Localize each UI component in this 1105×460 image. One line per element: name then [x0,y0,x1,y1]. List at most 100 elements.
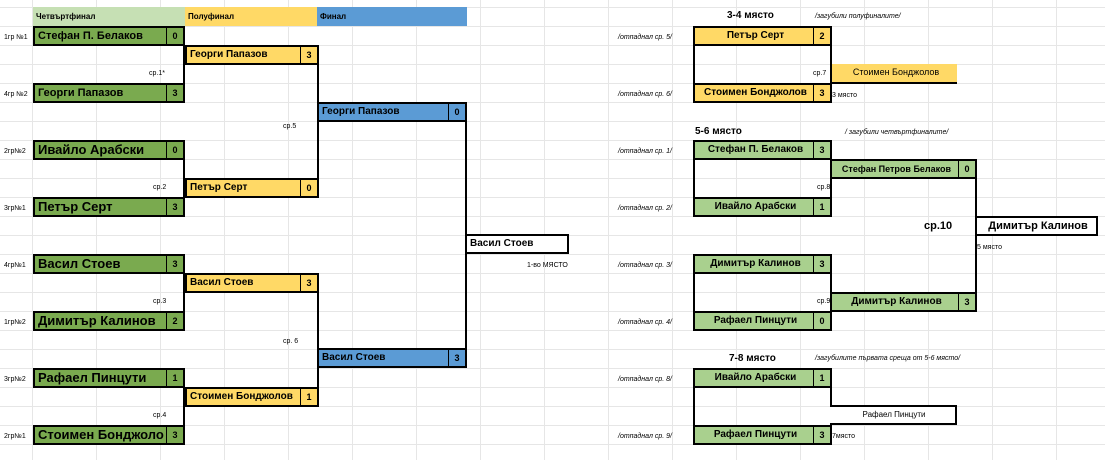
champion-name: Васил Стоев [470,238,534,249]
player-name: Ивайло Арабски [38,142,145,157]
p56-winner[interactable]: Димитър Калинов [975,216,1098,236]
p56-player-3[interactable]: Димитър Калинов 3 [693,254,832,274]
drop-label: /отпаднал ср. 5/ [618,34,672,41]
match-label: ср.1* [149,70,165,77]
player-name: Стоимен Бонджоло [38,427,164,442]
player-score: 3 [166,85,183,101]
player-score: 3 [813,427,830,443]
player-name: Петър Серт [726,30,785,41]
player-score: 3 [958,294,975,310]
player-name: Ивайло Арабски [714,372,797,383]
qf-player-4[interactable]: Петър Серт 3 [33,197,185,217]
player-score: 1 [813,199,830,215]
match-label: ср.9 [817,298,831,305]
player-name: Рафаел Пинцути [713,315,798,326]
seed-label: 2гр№2 [4,148,26,155]
player-name: Рафаел Пинцути [862,410,926,419]
header-quarterfinal: Четвъртфинал [33,7,185,26]
player-score: 1 [300,389,317,405]
player-name: Стефан П. Белаков [38,30,143,42]
p56-title: 5-6 място [695,126,742,137]
p56-player-1[interactable]: Стефан П. Белаков 3 [693,140,832,160]
seed-label: 1гр №1 [4,34,28,41]
player-name: Димитър Калинов [710,258,801,269]
seed-label: 2гр№1 [4,433,26,440]
player-name: Георги Папазов [322,106,400,117]
p56-player-4[interactable]: Рафаел Пинцути 0 [693,311,832,331]
qf-player-3[interactable]: Ивайло Арабски 0 [33,140,185,160]
seed-label: 3гр№2 [4,376,26,383]
player-score: 2 [166,313,183,329]
bracket-line [183,378,185,435]
drop-label: /отпаднал ср. 1/ [618,148,672,155]
bracket-line [693,378,695,435]
p56-player-2[interactable]: Ивайло Арабски 1 [693,197,832,217]
player-name: Рафаел Пинцути [38,370,147,385]
player-score: 3 [300,275,317,291]
bracket-line [183,150,185,207]
sf-player-1[interactable]: Георги Папазов 3 [185,45,319,65]
match-label: ср.2 [153,184,167,191]
drop-label: /отпаднал ср. 3/ [618,262,672,269]
place-label: 3 място [832,92,857,99]
player-name: Стоимен Бонджолов [852,67,940,77]
player-name: Васил Стоев [38,256,121,271]
bracket-line [693,264,695,321]
player-score: 0 [958,161,975,177]
p34-winner[interactable]: Стоимен Бонджолов [830,64,957,84]
player-name: Петър Серт [38,199,113,214]
p78-winner[interactable]: Рафаел Пинцути [830,405,957,425]
qf-player-1[interactable]: Стефан П. Белаков 0 [33,26,185,46]
player-name: Васил Стоев [322,352,386,363]
player-name: Васил Стоев [190,277,254,288]
player-name: Петър Серт [190,182,248,193]
final-player-1[interactable]: Георги Папазов 0 [317,102,467,122]
player-score: 0 [166,142,183,158]
p34-note: /загубили полуфиналите/ [815,13,901,20]
p34-title: 3-4 място [727,10,774,21]
bracket-line [693,36,695,93]
player-name: Димитър Калинов [38,313,156,328]
qf-player-2[interactable]: Георги Папазов 3 [33,83,185,103]
match-label: ср.8 [817,184,831,191]
player-score: 0 [448,104,465,120]
player-name: Ивайло Арабски [714,201,797,212]
player-score: 3 [813,142,830,158]
bracket-line [183,36,185,93]
champion-box[interactable]: Васил Стоев [465,234,569,254]
match-label: ср.10 [924,220,953,232]
player-score: 3 [166,256,183,272]
header-semifinal: Полуфинал [185,7,317,26]
seed-label: 4гр№1 [4,262,26,269]
drop-label: /отпаднал ср. 9/ [618,433,672,440]
player-name: Стоимен Бонджолов [190,391,293,402]
player-score: 3 [813,256,830,272]
player-score: 3 [166,199,183,215]
match-label: ср.3 [153,298,167,305]
drop-label: /отпаднал ср. 6/ [618,91,672,98]
player-score: 0 [166,28,183,44]
p56-semi-1[interactable]: Стефан Петров Белаков 0 [830,159,977,179]
qf-player-6[interactable]: Димитър Калинов 2 [33,311,185,331]
qf-player-5[interactable]: Васил Стоев 3 [33,254,185,274]
player-score: 3 [300,47,317,63]
player-score: 1 [166,370,183,386]
player-name: Георги Папазов [38,87,124,99]
player-score: 0 [813,313,830,329]
player-name: Стефан Петров Белаков [841,164,952,174]
match-label: ср.5 [283,123,297,130]
player-name: Стефан П. Белаков [707,144,804,155]
bracket-line [693,150,695,207]
sf-player-4[interactable]: Стоимен Бонджолов 1 [185,387,319,407]
sf-player-3[interactable]: Васил Стоев 3 [185,273,319,293]
player-name: Георги Папазов [190,49,268,60]
qf-player-7[interactable]: Рафаел Пинцути 1 [33,368,185,388]
